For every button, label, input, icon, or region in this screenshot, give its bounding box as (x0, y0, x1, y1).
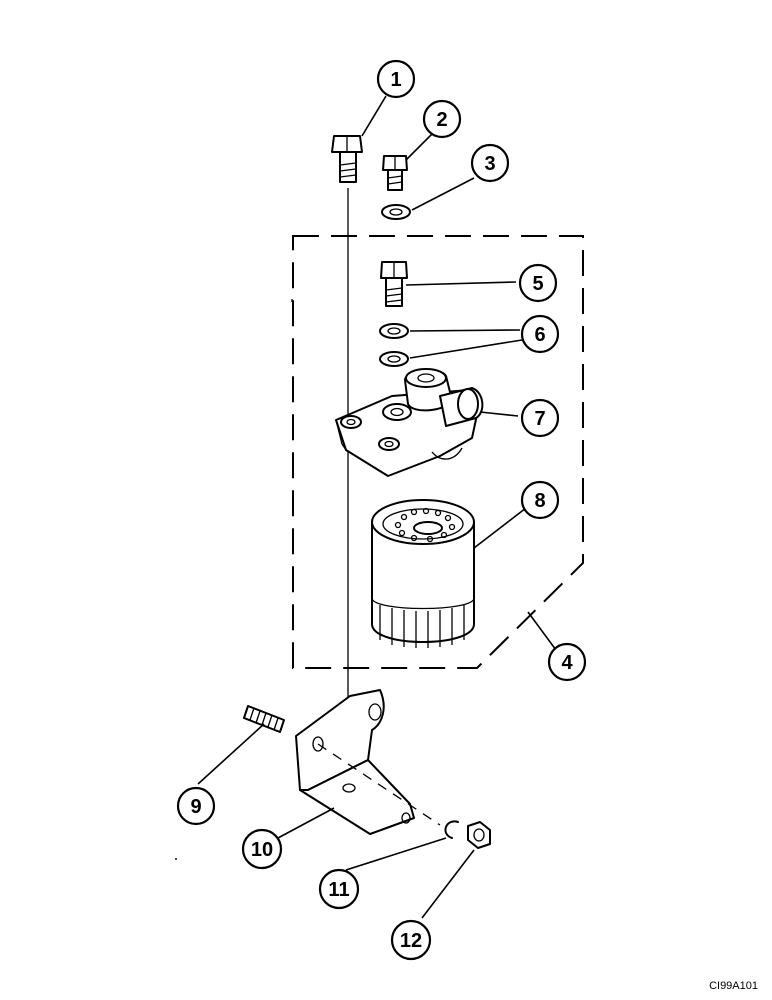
leader-lines (197, 95, 557, 919)
part-9-stud (243, 705, 285, 733)
part-11-lock-washer (444, 820, 459, 839)
callout-9-label: 9 (190, 796, 201, 818)
callout-12-label: 12 (400, 930, 422, 952)
part-8-filter-cartridge (371, 499, 475, 648)
part-5-bolt (380, 261, 408, 307)
callout-11-label: 11 (328, 879, 349, 901)
part-7-filter-head (335, 368, 484, 477)
callout-2-label: 2 (436, 109, 447, 131)
part-3-washer (381, 204, 411, 220)
callout-1: 1 (376, 59, 416, 99)
callout-10-label: 10 (251, 839, 273, 861)
callout-8-label: 8 (534, 490, 545, 512)
callout-6-label: 6 (534, 324, 545, 346)
callout-8: 8 (520, 480, 560, 520)
callout-5-label: 5 (532, 273, 543, 295)
callout-2: 2 (422, 99, 462, 139)
callout-10: 10 (241, 828, 283, 870)
part-2-bolt (382, 155, 408, 191)
callout-7: 7 (520, 398, 560, 438)
callout-4: 4 (547, 642, 587, 682)
callout-11: 11 (318, 868, 360, 910)
part-10-bracket (295, 689, 415, 835)
callout-9: 9 (176, 786, 216, 826)
callout-5: 5 (518, 263, 558, 303)
callout-3-label: 3 (484, 153, 495, 175)
callout-6: 6 (520, 314, 560, 354)
reference-code: CI99A101 (709, 980, 758, 992)
callout-1-label: 1 (390, 69, 401, 91)
callout-3: 3 (470, 143, 510, 183)
part-1-bolt (331, 135, 363, 183)
callout-7-label: 7 (534, 408, 545, 430)
callout-12: 12 (390, 919, 432, 961)
part-12-nut (467, 821, 491, 849)
callout-4-label: 4 (561, 652, 573, 674)
part-6-washers (379, 323, 409, 367)
